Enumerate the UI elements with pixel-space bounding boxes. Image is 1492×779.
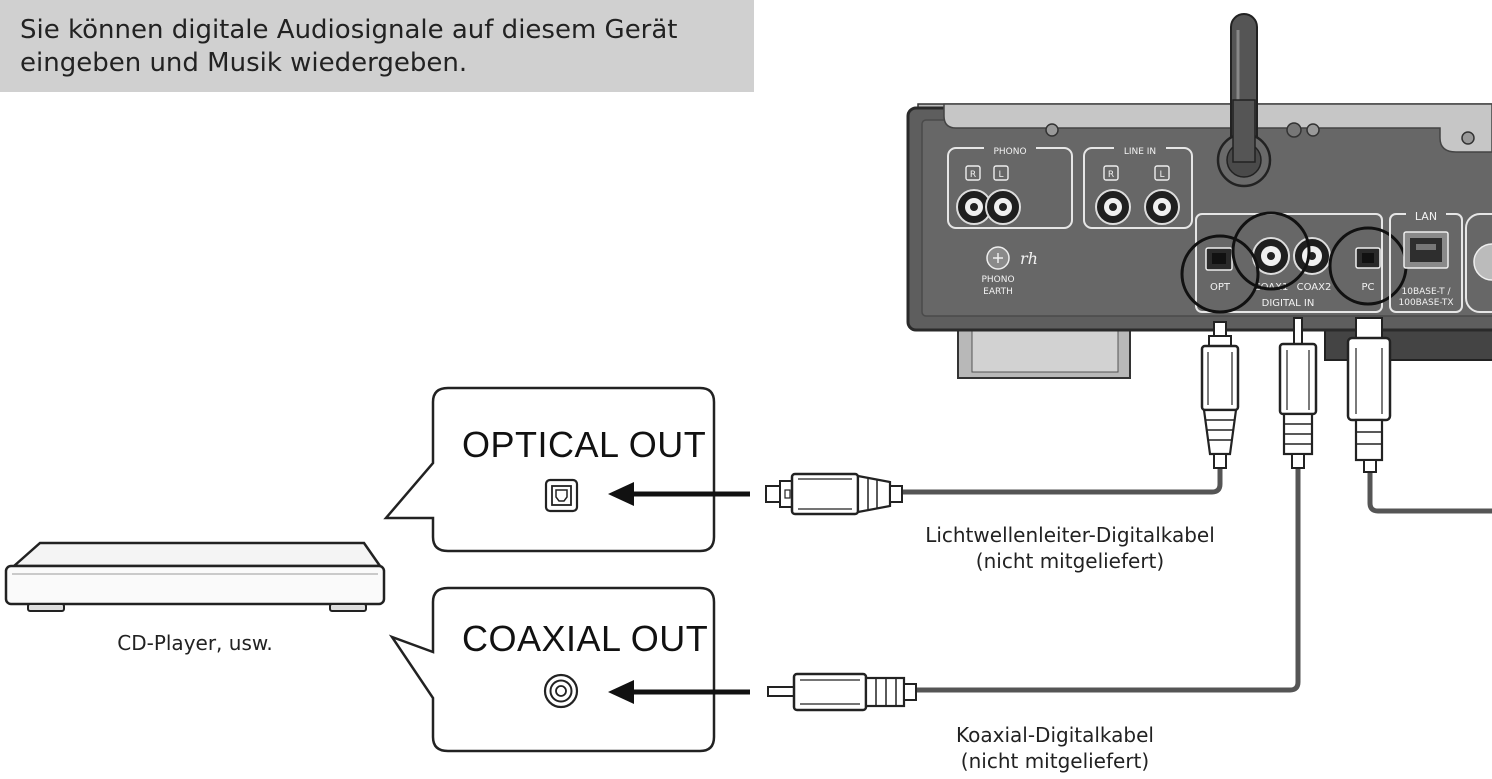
lan-port-icon	[1403, 231, 1449, 269]
coax2-input-jack	[1293, 237, 1331, 275]
coaxial-cable-caption-line-1: Koaxial-Digitalkabel	[956, 723, 1154, 747]
line-in-r-label: R	[1108, 170, 1114, 180]
line-in-jack-l	[1144, 189, 1180, 225]
intro-line-1: Sie können digitale Audiosignale auf die…	[20, 15, 678, 45]
digital-in-label: DIGITAL IN	[1262, 298, 1315, 309]
optical-cable-caption-line-1: Lichtwellenleiter-Digitalkabel	[925, 523, 1215, 547]
cd-player-icon	[4, 541, 386, 612]
source-device-label: CD-Player, usw.	[117, 631, 273, 655]
optical-plug-source-icon	[765, 472, 903, 516]
coax2-label: COAX2	[1297, 282, 1332, 293]
coaxial-cable-caption: Koaxial-Digitalkabel (nicht mitgeliefert…	[920, 722, 1190, 774]
phono-jack-r	[956, 189, 992, 225]
intro-line-2: eingeben und Musik wiedergeben.	[20, 48, 468, 78]
lan-base-label-2: 100BASE-TX	[1399, 298, 1454, 308]
opt-label: OPT	[1210, 282, 1231, 293]
optical-cable-caption-line-2: (nicht mitgeliefert)	[975, 549, 1165, 573]
antenna-icon	[1216, 13, 1272, 188]
rear-panel: PHONO R L LINE IN R L	[906, 13, 1492, 379]
lan-label: LAN	[1415, 210, 1437, 223]
coaxial-plug-panel-icon	[1278, 317, 1318, 469]
coaxial-out-label: COAXIAL OUT	[462, 618, 709, 659]
pc-label: PC	[1361, 282, 1374, 293]
optical-cable-wire	[900, 468, 1223, 495]
coaxial-out-bubble	[388, 586, 716, 753]
phono-earth-label-2: EARTH	[983, 287, 1013, 297]
coaxial-plug-source-icon	[767, 672, 917, 712]
optical-arrow	[608, 482, 750, 506]
phono-earth-terminal-icon: rh	[986, 246, 1038, 270]
pc-usb-input-jack	[1355, 247, 1381, 269]
line-in-jack-r	[1095, 189, 1131, 225]
line-in-l-label: L	[1159, 170, 1164, 180]
opt-highlight-ring	[1180, 234, 1260, 314]
usb-cable-wire	[1367, 470, 1492, 514]
coaxial-arrow	[608, 680, 750, 704]
phono-label: PHONO	[993, 147, 1026, 157]
optical-out-bubble	[383, 386, 716, 553]
coaxial-cable-wire	[915, 468, 1301, 693]
optical-out-label: OPTICAL OUT	[462, 424, 707, 465]
opt-input-jack	[1205, 247, 1233, 271]
phono-jack-l	[985, 189, 1021, 225]
coax1-highlight-ring	[1231, 211, 1311, 291]
lan-base-label-1: 10BASE-T /	[1402, 287, 1452, 297]
optical-cable-caption: Lichtwellenleiter-Digitalkabel (nicht mi…	[900, 522, 1240, 574]
phono-earth-label-1: PHONO	[981, 275, 1014, 285]
optical-jack-icon	[544, 478, 579, 513]
line-in-label: LINE IN	[1124, 147, 1156, 157]
usb-plug-panel-icon	[1346, 317, 1392, 473]
coaxial-cable-caption-line-2: (nicht mitgeliefert)	[960, 749, 1150, 773]
optical-plug-panel-icon	[1200, 321, 1240, 469]
coaxial-jack-icon	[543, 673, 579, 709]
svg-text:rh: rh	[1020, 249, 1038, 268]
intro-banner: Sie können digitale Audiosignale auf die…	[0, 0, 754, 92]
phono-r-label: R	[970, 170, 976, 180]
phono-l-label: L	[998, 170, 1003, 180]
